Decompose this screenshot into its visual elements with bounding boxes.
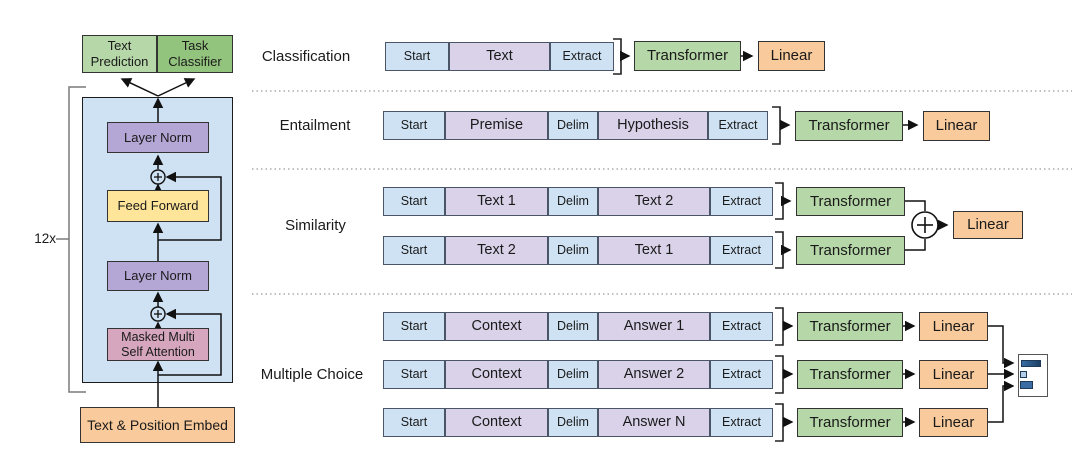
answer-score-bar [1020,371,1027,378]
linear-box: Linear [923,111,990,141]
token-cell-text1: Text 1 [598,236,710,265]
masked-self-attention-label: Masked Multi Self Attention [121,329,195,359]
linear-box: Linear [919,360,988,389]
transformer-box: Transformer [796,236,905,265]
answer-score-bar [1020,381,1033,389]
token-cell-delim: Delim [548,236,598,265]
layer-norm-label: Layer Norm [124,129,192,145]
layer-norm-box-bottom: Layer Norm [107,261,209,291]
task-label-similarity: Similarity [285,217,346,234]
token-cell-start: Start [383,408,445,437]
token-cell-start: Start [383,236,445,265]
token-cell-answer1: Answer 1 [598,312,710,341]
token-cell-extract: Extract [710,187,773,216]
transformer-box: Transformer [796,187,905,216]
linear-box: Linear [919,312,988,341]
token-cell-text: Text [449,42,550,71]
token-cell-context: Context [445,408,548,437]
linear-box: Linear [758,41,825,71]
text-prediction-label: Text Prediction [90,38,149,69]
transformer-box: Transformer [797,312,903,341]
token-cell-text2: Text 2 [445,236,548,265]
token-cell-start: Start [383,360,445,389]
transformer-box: Transformer [634,41,741,71]
token-cell-premise: Premise [445,111,548,140]
task-label-multiple-choice: Multiple Choice [260,366,364,383]
embedding-box: Text & Position Embed [80,407,235,443]
token-cell-text2: Text 2 [598,187,710,216]
feed-forward-label: Feed Forward [117,198,199,214]
layer-norm-box-top: Layer Norm [107,122,209,153]
token-cell-context: Context [445,360,548,389]
token-cell-extract: Extract [710,408,773,437]
sum-icon [911,211,939,239]
task-label-classification: Classification [261,48,351,65]
token-cell-delim: Delim [548,312,598,341]
token-cell-text1: Text 1 [445,187,548,216]
transformer-box: Transformer [795,111,903,141]
masked-self-attention-box: Masked Multi Self Attention [107,328,209,361]
token-cell-delim: Delim [548,111,598,140]
token-cell-start: Start [385,42,449,71]
token-cell-delim: Delim [548,187,598,216]
token-cell-extract: Extract [710,360,773,389]
token-cell-extract: Extract [710,312,773,341]
transformer-box: Transformer [797,360,903,389]
linear-box: Linear [919,408,988,437]
token-cell-answer2: Answer 2 [598,360,710,389]
token-cell-extract: Extract [708,111,768,140]
token-cell-extract: Extract [550,42,614,71]
token-cell-hypothesis: Hypothesis [598,111,708,140]
token-cell-extract: Extract [710,236,773,265]
token-cell-start: Start [383,312,445,341]
answer-distribution-box [1018,354,1048,397]
layer-norm-label: Layer Norm [124,268,192,284]
token-cell-start: Start [383,111,445,140]
repeat-count-label: 12x [34,231,56,246]
transformer-box: Transformer [797,408,903,437]
linear-box: Linear [953,211,1023,239]
feed-forward-box: Feed Forward [107,190,209,222]
embedding-label: Text & Position Embed [87,416,228,433]
task-label-entailment: Entailment [279,117,351,134]
text-prediction-box: Text Prediction [82,35,157,73]
token-cell-context: Context [445,312,548,341]
token-cell-delim: Delim [548,360,598,389]
task-classifier-box: Task Classifier [157,35,233,73]
task-classifier-label: Task Classifier [168,38,222,69]
answer-score-bar [1021,360,1041,367]
token-cell-start: Start [383,187,445,216]
token-cell-answerN: Answer N [598,408,710,437]
token-cell-delim: Delim [548,408,598,437]
